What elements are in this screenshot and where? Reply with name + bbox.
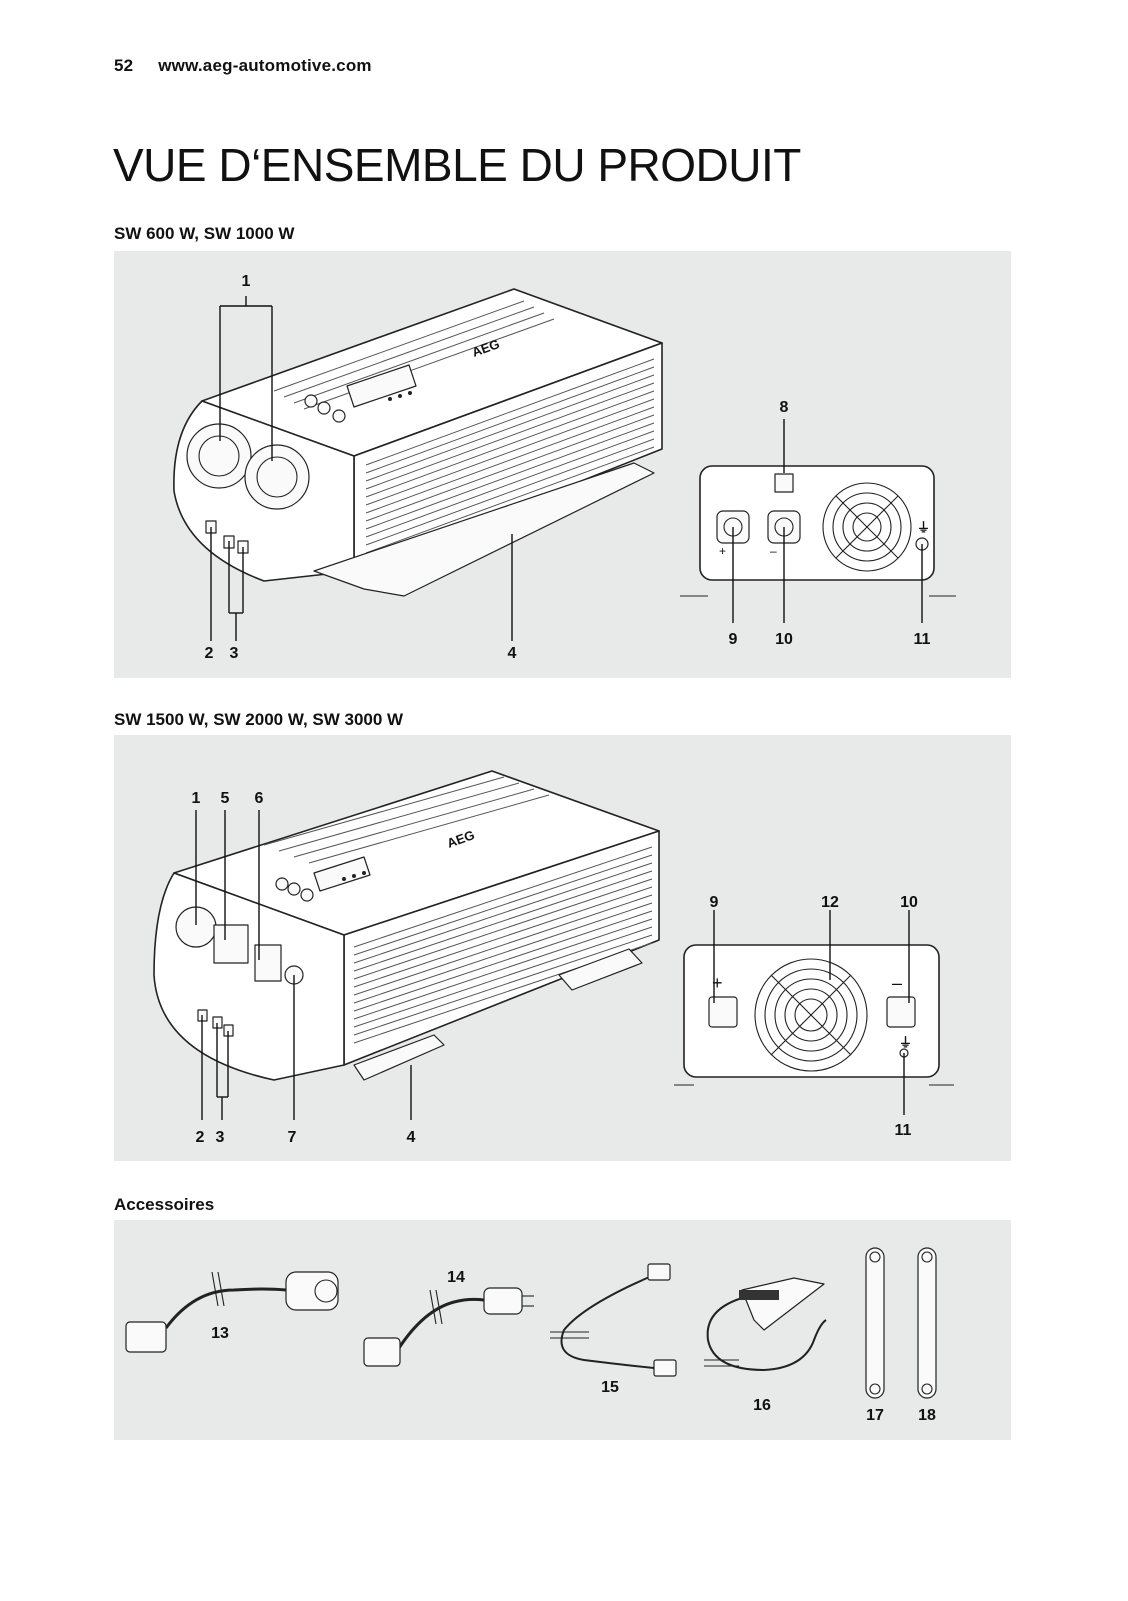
- inverter-large-illustration: AEG: [153, 770, 660, 1081]
- ground-icon: ⏚: [899, 1035, 912, 1050]
- terminal-minus-label: –: [770, 544, 777, 558]
- rj45-port-icon: [647, 1263, 671, 1281]
- fan-icon: [822, 482, 912, 572]
- callout-13: 13: [211, 1325, 229, 1342]
- rj45-port-icon: [774, 473, 794, 493]
- callout-3: 3: [216, 1129, 225, 1146]
- socket-icon: [213, 924, 249, 964]
- callout-5: 5: [221, 790, 230, 807]
- accessory-17-bus-bar: [865, 1247, 885, 1399]
- rear-panel-large: + – ⏚: [674, 944, 954, 1086]
- figure-accessories: 13 14 15 16: [125, 1247, 937, 1424]
- rj45-port-icon: [653, 1359, 677, 1377]
- callout-12: 12: [821, 894, 839, 911]
- terminal-plus-label: +: [712, 973, 723, 993]
- accessory-18-bus-bar: [917, 1247, 937, 1399]
- inverter-small-illustration: AEG: [173, 288, 663, 597]
- callout-9: 9: [729, 631, 738, 648]
- callout-11: 11: [914, 631, 931, 648]
- socket-icon: [186, 423, 252, 489]
- callout-17: 17: [866, 1407, 884, 1424]
- callout-2: 2: [196, 1129, 205, 1146]
- figure-sw600-1000: AEG 1 2 3 4 + –: [173, 273, 956, 662]
- socket-icon: [244, 444, 310, 510]
- callout-11: 11: [895, 1122, 912, 1139]
- callout-14: 14: [447, 1269, 465, 1286]
- accessory-14-plug-cable: [363, 1287, 534, 1367]
- panel-sw600-1000: AEG 1 2 3 4 + –: [114, 251, 1011, 678]
- panel-accessories: 13 14 15 16: [114, 1220, 1011, 1440]
- fan-icon: [754, 958, 868, 1072]
- callout-16: 16: [753, 1397, 771, 1414]
- callout-2: 2: [205, 645, 214, 662]
- terminal-plus-label: +: [719, 544, 726, 558]
- page-title: VUE D‘ENSEMBLE DU PRODUIT: [113, 139, 801, 191]
- callout-10: 10: [900, 894, 918, 911]
- page-header: 52 www.aeg-automotive.com: [114, 56, 372, 76]
- callout-4: 4: [407, 1129, 416, 1146]
- page-number: 52: [114, 56, 134, 75]
- rear-panel-small: + – ⏚: [680, 465, 956, 597]
- callout-8: 8: [780, 399, 789, 416]
- callout-1: 1: [242, 273, 251, 290]
- accessory-15-rj-cable: [550, 1263, 677, 1377]
- callout-4: 4: [508, 645, 517, 662]
- callout-7: 7: [288, 1129, 297, 1146]
- callout-15: 15: [601, 1379, 619, 1396]
- terminal-minus-label: –: [892, 973, 902, 993]
- callout-9: 9: [710, 894, 719, 911]
- battery-clamp-icon: [741, 1277, 825, 1331]
- callout-3: 3: [230, 645, 239, 662]
- figure-sw1500-3000: AEG 1 5 6 2 3 7 4 + –: [153, 770, 954, 1146]
- section-title-sw600-1000: SW 600 W, SW 1000 W: [114, 224, 295, 243]
- ground-icon: ⏚: [917, 520, 930, 535]
- panel-sw1500-3000: AEG 1 5 6 2 3 7 4 + –: [114, 735, 1011, 1161]
- callout-18: 18: [918, 1407, 936, 1424]
- accessory-13-socket-cable: [125, 1271, 339, 1353]
- callout-6: 6: [255, 790, 264, 807]
- callout-10: 10: [775, 631, 793, 648]
- cooling-fins: [273, 300, 655, 554]
- callout-1: 1: [192, 790, 201, 807]
- section-title-sw1500-3000: SW 1500 W, SW 2000 W, SW 3000 W: [114, 710, 404, 729]
- website-url[interactable]: www.aeg-automotive.com: [158, 56, 372, 75]
- accessory-16-battery-clamp: [704, 1277, 827, 1372]
- section-title-accessories: Accessoires: [114, 1195, 215, 1214]
